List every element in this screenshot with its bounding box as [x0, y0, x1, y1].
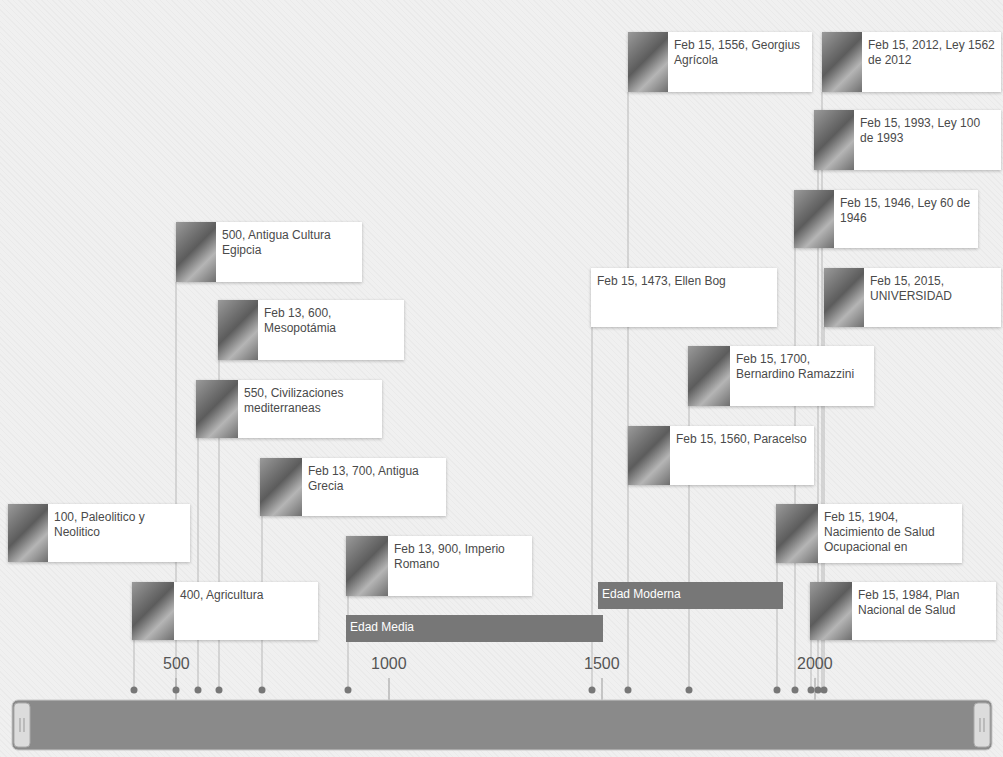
event-text: Feb 15, 1556, Georgius Agrícola [668, 32, 812, 74]
event-card: 500, Antigua Cultura Egipcia [176, 222, 362, 282]
event-text: Feb 13, 900, Imperio Romano [388, 536, 532, 578]
event-thumbnail [824, 268, 864, 327]
event-thumbnail [8, 504, 48, 562]
event-thumbnail [132, 582, 174, 640]
event-thumbnail [628, 32, 668, 92]
event-card: 100, Paleolitico y Neolitico [8, 504, 190, 562]
event-text: Feb 15, 1946, Ley 60 de 1946 [834, 190, 978, 232]
event-text: Feb 15, 2012, Ley 1562 de 2012 [862, 32, 1001, 74]
event-card: Feb 13, 900, Imperio Romano [346, 536, 532, 596]
event-text: Feb 15, 1993, Ley 100 de 1993 [854, 110, 1001, 152]
event-thumbnail [794, 190, 834, 248]
event-card: 400, Agricultura [132, 582, 318, 640]
event-text: 500, Antigua Cultura Egipcia [216, 222, 362, 264]
axis-year: 1000 [371, 655, 407, 673]
axis-year: 2000 [797, 655, 833, 673]
event-card: Feb 15, 1560, Paracelso [628, 426, 814, 485]
event-card: 550, Civilizaciones mediterraneas [196, 380, 382, 438]
event-text: Feb 13, 700, Antigua Grecia [302, 458, 446, 500]
event-thumbnail [346, 536, 388, 596]
event-card: Feb 13, 600, Mesopotámia [218, 300, 404, 360]
event-thumbnail [176, 222, 216, 282]
event-card: Feb 15, 2015, UNIVERSIDAD [824, 268, 1001, 327]
event-text: Feb 15, 2015, UNIVERSIDAD [864, 268, 1001, 310]
event-card: Feb 15, 1556, Georgius Agrícola [628, 32, 812, 92]
event-thumbnail [260, 458, 302, 516]
axis-ticks [176, 678, 815, 700]
event-thumbnail [196, 380, 238, 438]
event-text: Feb 15, 1984, Plan Nacional de Salud [852, 582, 996, 624]
event-card: Feb 15, 1700, Bernardino Ramazzini [688, 346, 874, 406]
event-text: Feb 13, 600, Mesopotámia [258, 300, 404, 342]
event-text: 550, Civilizaciones mediterraneas [238, 380, 382, 422]
event-text: Feb 15, 1700, Bernardino Ramazzini [730, 346, 874, 388]
event-card: Feb 15, 1984, Plan Nacional de Salud [810, 582, 996, 640]
axis-year: 500 [163, 655, 190, 673]
period-band: Edad Moderna [598, 582, 783, 609]
event-thumbnail [814, 110, 854, 170]
event-text: Feb 15, 1560, Paracelso [670, 426, 814, 453]
event-text: 100, Paleolitico y Neolitico [48, 504, 190, 546]
event-thumbnail [218, 300, 258, 360]
event-card: Feb 15, 1473, Ellen Bog [591, 268, 777, 327]
event-card: Feb 15, 1904, Nacimiento de Salud Ocupac… [776, 504, 962, 563]
event-card: Feb 15, 1946, Ley 60 de 1946 [794, 190, 978, 248]
period-band: Edad Media [346, 615, 603, 642]
period-name: Edad Media [346, 615, 603, 640]
event-card: Feb 15, 1993, Ley 100 de 1993 [814, 110, 1001, 170]
event-text: Feb 15, 1904, Nacimiento de Salud Ocupac… [818, 504, 962, 561]
event-card: Feb 13, 700, Antigua Grecia [260, 458, 446, 516]
event-text: Feb 15, 1473, Ellen Bog [591, 268, 777, 295]
event-thumbnail [628, 426, 670, 485]
event-thumbnail [688, 346, 730, 406]
event-thumbnail [822, 32, 862, 92]
axis-dots [131, 687, 828, 694]
axis-year: 1500 [584, 655, 620, 673]
period-name: Edad Moderna [598, 582, 783, 607]
event-thumbnail [776, 504, 818, 563]
event-text: 400, Agricultura [174, 582, 318, 609]
scroll-bar [12, 700, 992, 750]
event-card: Feb 15, 2012, Ley 1562 de 2012 [822, 32, 1001, 92]
leader-lines [134, 92, 824, 690]
event-thumbnail [810, 582, 852, 640]
